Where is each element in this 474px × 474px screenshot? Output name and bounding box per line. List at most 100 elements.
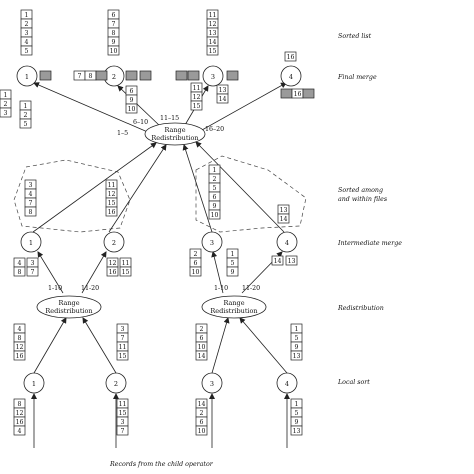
final-input-4-right-0: 16 [291, 88, 304, 99]
final-input-2-left-1: 8 [84, 70, 97, 81]
raw-records-4-2: 9 [290, 416, 303, 427]
local-sorted-4-0: 1 [290, 323, 303, 334]
sorted-list-3-4-value: 15 [209, 48, 217, 55]
sorted-file-1-0-value: 3 [29, 182, 33, 189]
final-merge-node-3: 3 [202, 65, 224, 87]
intermediate-input-3a-0: 2 [189, 248, 202, 259]
local-sorted-4-3: 13 [290, 350, 303, 361]
sorted-list-2-1-value: 7 [112, 21, 116, 28]
intermediate-input-3a-1: 6 [189, 257, 202, 268]
stage-label-local-sort: Local sort [337, 379, 370, 386]
intermediate-input-1b-1-value: 7 [31, 269, 35, 276]
sorted-file-1-2: 7 [24, 197, 37, 208]
sorted-file-1-1: 4 [24, 188, 37, 199]
raw-records-3-1: 2 [195, 407, 208, 418]
final-input-1-below-2-value: 5 [24, 121, 28, 128]
intermediate-input-3a-2: 10 [189, 266, 202, 277]
left-range-label-11-20: 11-20 [81, 285, 99, 292]
intermediate-input-4b-0: 13 [285, 255, 298, 266]
final-input-2-below-1: 9 [125, 94, 138, 105]
local-sorted-3-0: 2 [195, 323, 208, 334]
intermediate-input-1a-0: 4 [13, 257, 26, 268]
sorted-list-3-3-value: 14 [209, 39, 217, 46]
buffer-2a [95, 70, 108, 81]
sorted-list-2-0: 6 [107, 9, 120, 20]
sorted-file-2-0-value: 11 [108, 182, 116, 189]
final-merge-node-4: 4 [280, 65, 302, 87]
local-sort-node-3: 3 [201, 372, 223, 394]
raw-records-3-2: 6 [195, 416, 208, 427]
sorted-file-1-0: 3 [24, 179, 37, 190]
sorted-file-3-5-value: 10 [211, 212, 219, 219]
sorted-list-3-1: 12 [206, 18, 219, 29]
final-input-2-left-1-value: 8 [89, 73, 93, 80]
raw-records-4-1-value: 5 [295, 410, 299, 417]
intermediate-input-3a-0-value: 2 [194, 251, 198, 258]
svg-text:1: 1 [29, 239, 33, 247]
intermediate-input-1a-1: 8 [13, 266, 26, 277]
range-label-1-5: 1–5 [117, 130, 128, 137]
raw-records-1-1: 12 [13, 407, 26, 418]
sorted-list-1-4: 5 [20, 45, 33, 56]
raw-records-3-0-value: 14 [198, 401, 206, 408]
intermediate-input-1a-1-value: 8 [18, 269, 22, 276]
raw-records-3-2-value: 6 [200, 419, 204, 426]
final-input-2-below-2: 10 [125, 103, 138, 114]
intermediate-input-2b-0-value: 11 [122, 260, 130, 267]
buffer-1 [39, 70, 52, 81]
sorted-list-1-3: 4 [20, 36, 33, 47]
sorted-files-group-right [195, 155, 307, 233]
intermediate-input-3b-2-value: 9 [231, 269, 235, 276]
final-input-3-right-0-value: 13 [219, 87, 227, 94]
intermediate-input-3b-0-value: 1 [231, 251, 235, 258]
raw-records-3-3-value: 10 [198, 428, 206, 435]
final-merge-node-1: 1 [16, 65, 38, 87]
stage-label-final-merge: Final merge [337, 74, 377, 81]
stage-label-intermediate-merge: Intermediate merge [337, 240, 402, 247]
raw-records-1-1-value: 12 [16, 410, 24, 417]
final-input-3-left-1: 12 [190, 91, 203, 102]
sorted-file-1-2-value: 7 [29, 200, 33, 207]
left-redistribution-line1: Range [58, 299, 79, 307]
local-sorted-2-0: 3 [116, 323, 129, 334]
sorted-file-2-3-value: 16 [108, 209, 116, 216]
intermediate-merge-node-3: 3 [201, 231, 223, 253]
buffer-4a [280, 88, 293, 99]
local-sort-node-2: 2 [105, 372, 127, 394]
raw-records-4-3-value: 13 [293, 428, 301, 435]
buffer-3a [175, 70, 188, 81]
raw-records-2-3: 7 [116, 425, 129, 436]
sorted-list-3-2-value: 13 [209, 30, 217, 37]
final-input-2-left-0: 7 [73, 70, 86, 81]
local-sorted-4-0-value: 1 [295, 326, 299, 333]
svg-text:4: 4 [285, 380, 289, 388]
sorted-list-3-3: 14 [206, 36, 219, 47]
raw-records-2-1-value: 15 [119, 410, 127, 417]
sorted-list-1-0: 1 [20, 9, 33, 20]
sorted-list-3-4: 15 [206, 45, 219, 56]
local-sorted-2-0-value: 3 [121, 326, 125, 333]
final-input-3-left-1-value: 12 [193, 94, 201, 101]
local-sorted-3-3: 14 [195, 350, 208, 361]
local-sort-node-4: 4 [276, 372, 298, 394]
final-input-1-left-0-value: 1 [4, 92, 8, 99]
sorted-list-3-0: 11 [206, 9, 219, 20]
right-redistribution-line2: Redistribution [210, 307, 257, 315]
local-sorted-3-2-value: 10 [198, 344, 206, 351]
intermediate-merge-node-1: 1 [20, 231, 42, 253]
raw-records-1-0-value: 8 [18, 401, 22, 408]
top-range-redistribution: Range Redistribution [144, 122, 206, 146]
final-input-4-right-0-value: 16 [294, 91, 302, 98]
sorted-list-1-1-value: 2 [25, 21, 29, 28]
final-input-1-left-2-value: 3 [4, 110, 8, 117]
sorted-list-1-3-value: 4 [25, 39, 29, 46]
intermediate-input-4b-0-value: 13 [288, 258, 296, 265]
sorted-list-1-4-value: 5 [25, 48, 29, 55]
intermediate-input-3b-1: 5 [226, 257, 239, 268]
svg-text:3: 3 [210, 239, 214, 247]
sorted-file-4-1-value: 14 [280, 216, 288, 223]
local-sort-node-1: 1 [23, 372, 45, 394]
arrows [31, 82, 290, 448]
svg-text:3: 3 [210, 380, 214, 388]
sorted-files-group-left [13, 159, 131, 233]
